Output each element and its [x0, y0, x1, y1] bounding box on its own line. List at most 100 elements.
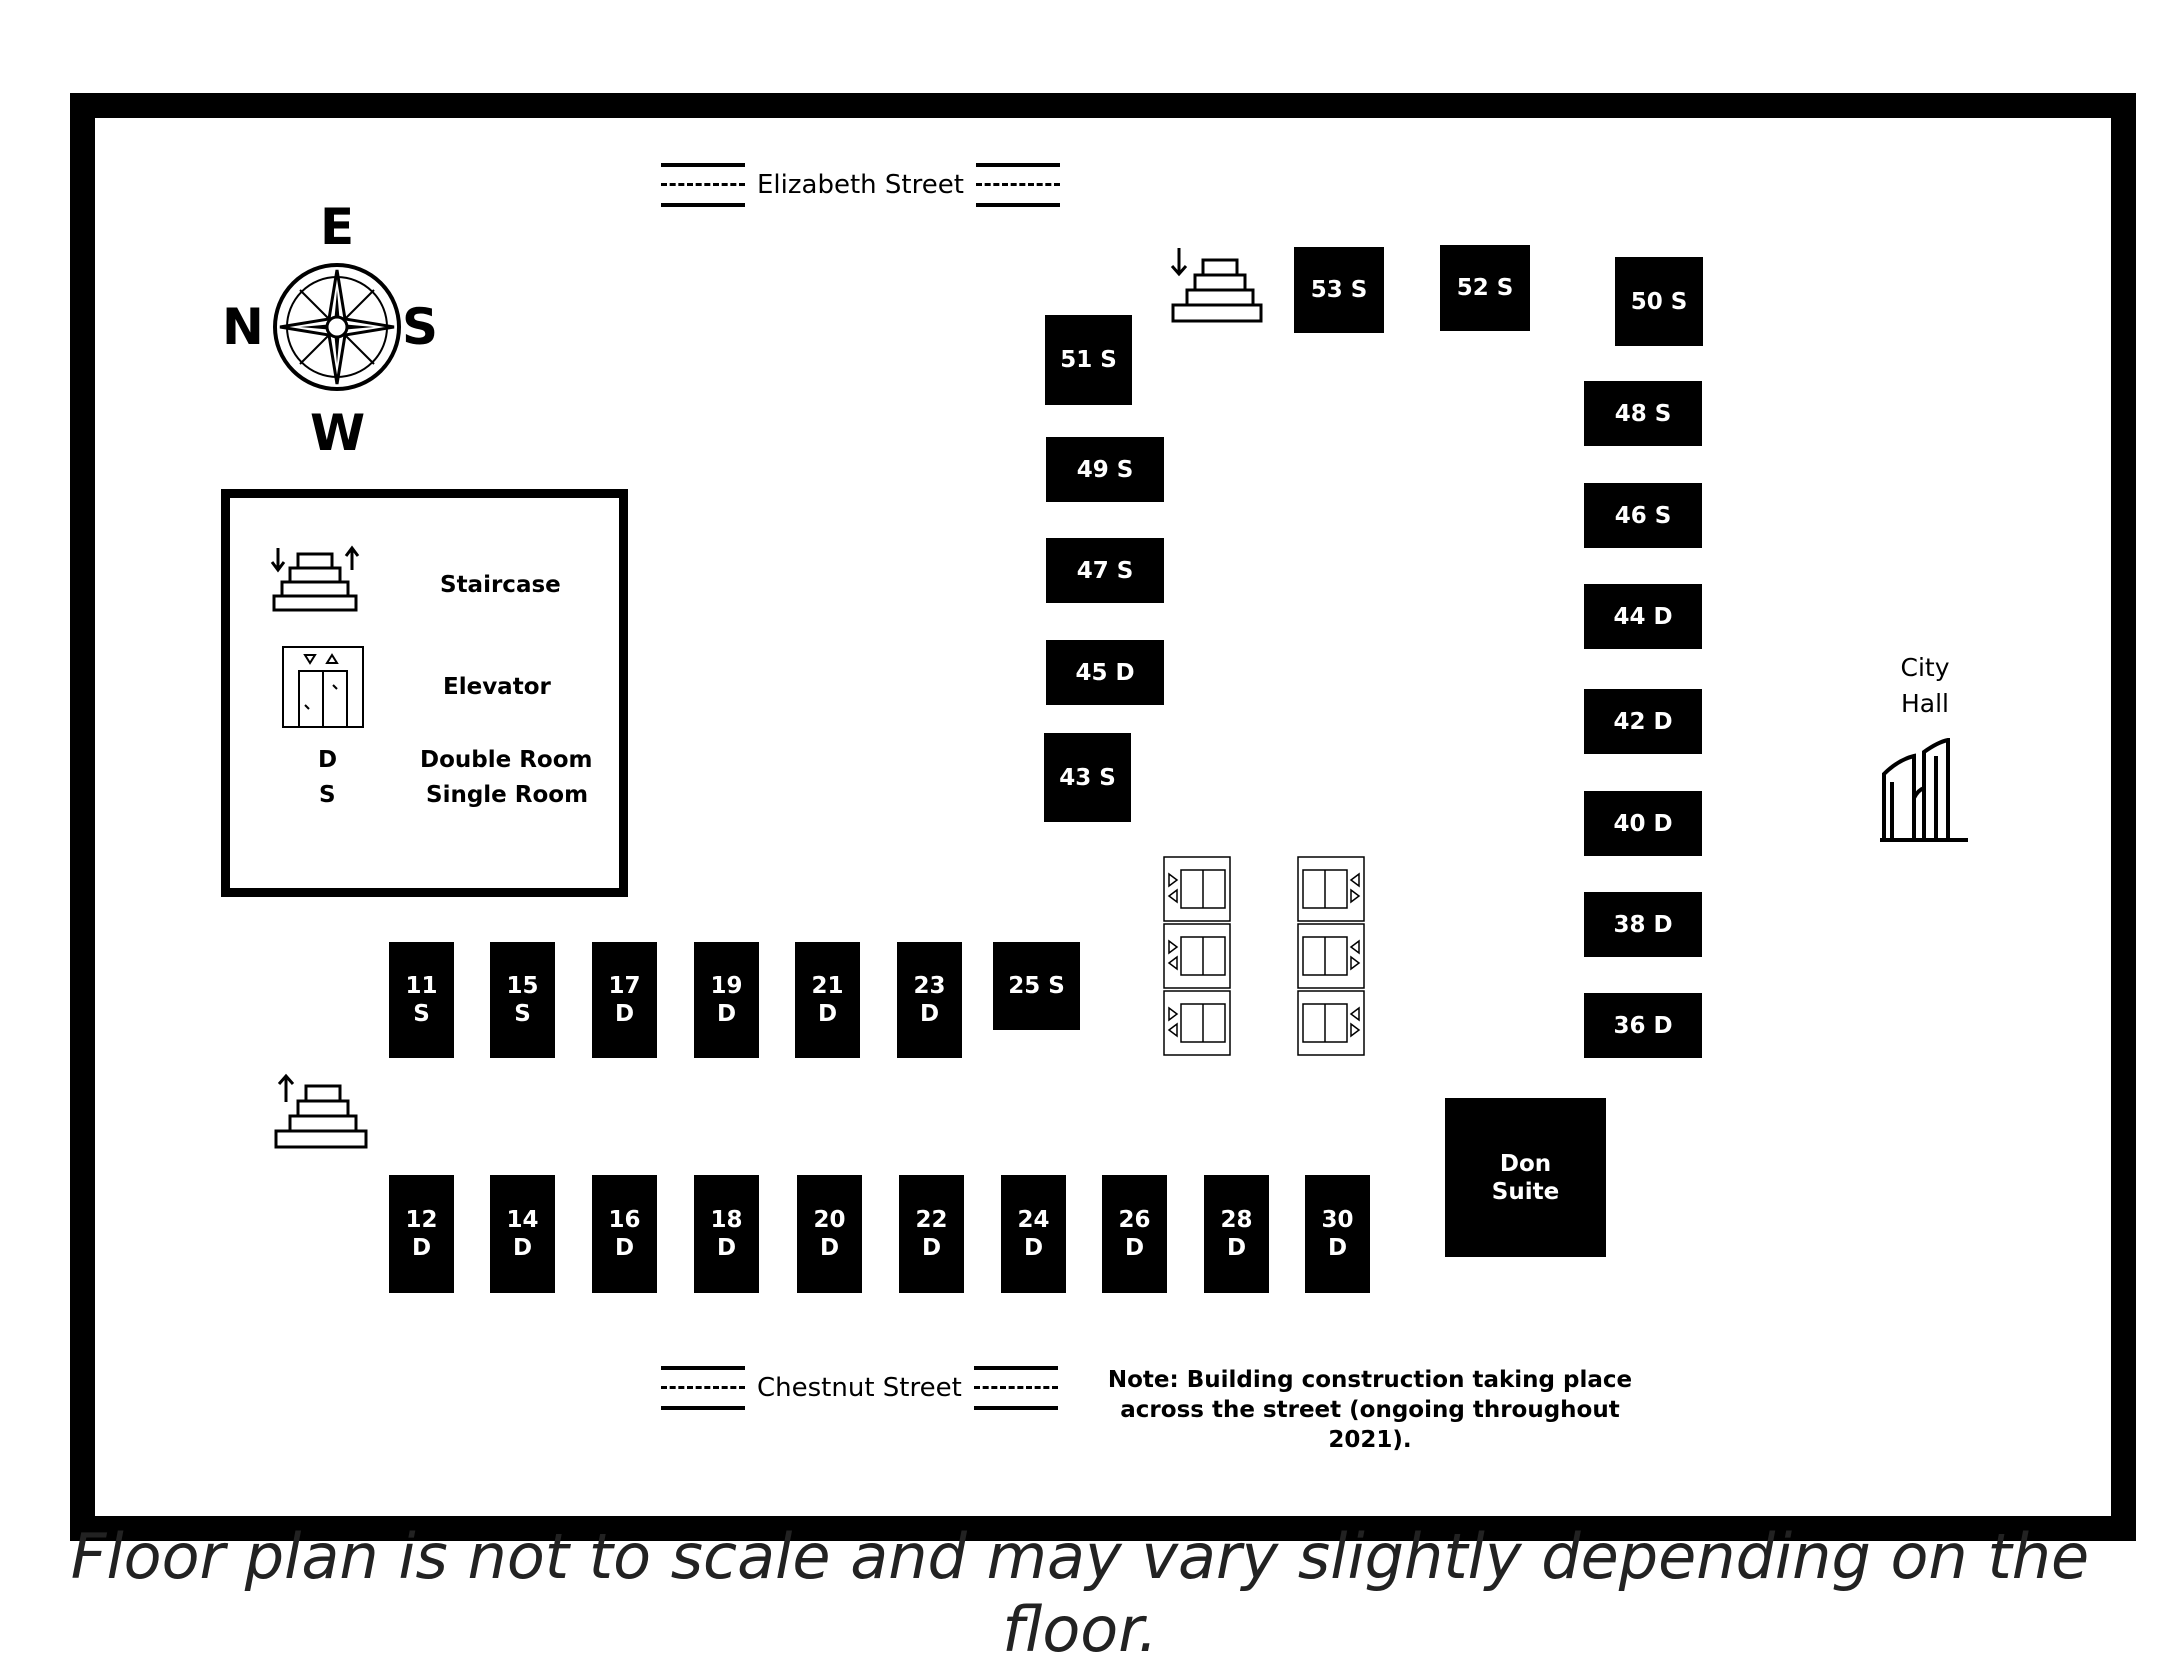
room-45[interactable]: 45 D	[1046, 640, 1164, 705]
room-label: 50 S	[1630, 288, 1688, 315]
legend-single-label: Single Room	[426, 782, 589, 808]
room-number: 14	[506, 1207, 539, 1233]
room-49[interactable]: 49 S	[1046, 437, 1164, 502]
room-label: 53 S	[1310, 277, 1368, 303]
room-43[interactable]: 43 S	[1044, 733, 1131, 822]
city-hall-icon	[1880, 738, 1968, 842]
room-51[interactable]: 51 S	[1045, 315, 1132, 405]
room-50[interactable]: 50 S	[1615, 257, 1703, 346]
staircase-icon	[270, 545, 360, 612]
room-label: 38 D	[1613, 911, 1673, 938]
legend-double-code: D	[318, 747, 338, 773]
room-label: 49 S	[1076, 456, 1134, 483]
legend-double-label: Double Room	[420, 747, 593, 773]
room-number: 16	[608, 1207, 641, 1233]
room-25[interactable]: 25 S	[993, 942, 1080, 1030]
room-47[interactable]: 47 S	[1046, 538, 1164, 603]
room-type: D	[614, 1235, 635, 1261]
note-line1: Note: Building construction taking place	[1107, 1367, 1633, 1393]
room-type: D	[512, 1235, 533, 1261]
staircase-icon	[1170, 248, 1263, 323]
room-type: S	[514, 1001, 531, 1027]
room-38[interactable]: 38 D	[1584, 892, 1702, 957]
staircase-icon	[274, 1073, 368, 1149]
elevator-bank-left	[1163, 856, 1231, 1056]
street-lines-right	[973, 1366, 1058, 1410]
street-label: Elizabeth Street	[757, 170, 964, 200]
room-type: D	[1124, 1235, 1145, 1261]
city-hall-label: City Hall	[1880, 650, 1970, 722]
room-number: 17	[608, 973, 641, 999]
street-lines-left	[661, 1366, 745, 1410]
legend-staircase-label: Staircase	[440, 572, 561, 598]
room-label-line2: Suite	[1491, 1178, 1560, 1205]
room-40[interactable]: 40 D	[1584, 791, 1702, 856]
room-label: 42 D	[1613, 708, 1673, 735]
room-number: 26	[1118, 1207, 1151, 1233]
room-type: D	[716, 1235, 737, 1261]
street-lines-right	[975, 163, 1060, 207]
room-type: D	[921, 1235, 942, 1261]
compass-n: N	[222, 298, 264, 356]
room-type: D	[817, 1001, 838, 1027]
note-line2: across the street (ongoing throughout 20…	[1120, 1397, 1620, 1453]
legend-elevator-label: Elevator	[443, 674, 551, 700]
legend-single-code: S	[319, 782, 336, 808]
room-number: 18	[710, 1207, 743, 1233]
compass-rose-icon	[273, 263, 401, 391]
room-36[interactable]: 36 D	[1584, 993, 1702, 1058]
city-hall-label-line1: City	[1900, 653, 1950, 682]
room-number: 11	[405, 973, 438, 999]
street-lines-left	[661, 163, 745, 207]
room-46[interactable]: 46 S	[1584, 483, 1702, 548]
room-53[interactable]: 53 S	[1294, 247, 1384, 333]
room-48[interactable]: 48 S	[1584, 381, 1702, 446]
room-type: S	[413, 1001, 430, 1027]
room-label: 43 S	[1059, 764, 1116, 791]
city-hall-label-line2: Hall	[1900, 689, 1949, 718]
compass-e: E	[320, 198, 355, 256]
compass-s: S	[402, 298, 439, 356]
room-number: 20	[813, 1207, 846, 1233]
room-42[interactable]: 42 D	[1584, 689, 1702, 754]
room-label: 40 D	[1613, 810, 1673, 837]
compass-w: W	[310, 404, 366, 462]
room-label: 51 S	[1060, 347, 1117, 373]
room-type: D	[1226, 1235, 1247, 1261]
room-number: 30	[1321, 1207, 1354, 1233]
room-44[interactable]: 44 D	[1584, 584, 1702, 649]
room-number: 19	[710, 973, 743, 999]
room-type: D	[1023, 1235, 1044, 1261]
room-label-line1: Don	[1499, 1150, 1552, 1177]
legend-box: Staircase Elevator D Double Room S Singl…	[221, 489, 628, 897]
room-type: D	[819, 1235, 840, 1261]
room-number: 23	[913, 973, 946, 999]
room-type: D	[716, 1001, 737, 1027]
room-type: D	[614, 1001, 635, 1027]
street-label: Chestnut Street	[757, 1373, 962, 1403]
room-52[interactable]: 52 S	[1440, 245, 1530, 331]
room-label: 45 D	[1075, 659, 1135, 686]
room-label: 47 S	[1076, 557, 1134, 584]
room-label: 46 S	[1614, 502, 1672, 529]
room-label: 48 S	[1614, 400, 1672, 427]
room-type: D	[411, 1235, 432, 1261]
room-number: 24	[1017, 1207, 1050, 1233]
